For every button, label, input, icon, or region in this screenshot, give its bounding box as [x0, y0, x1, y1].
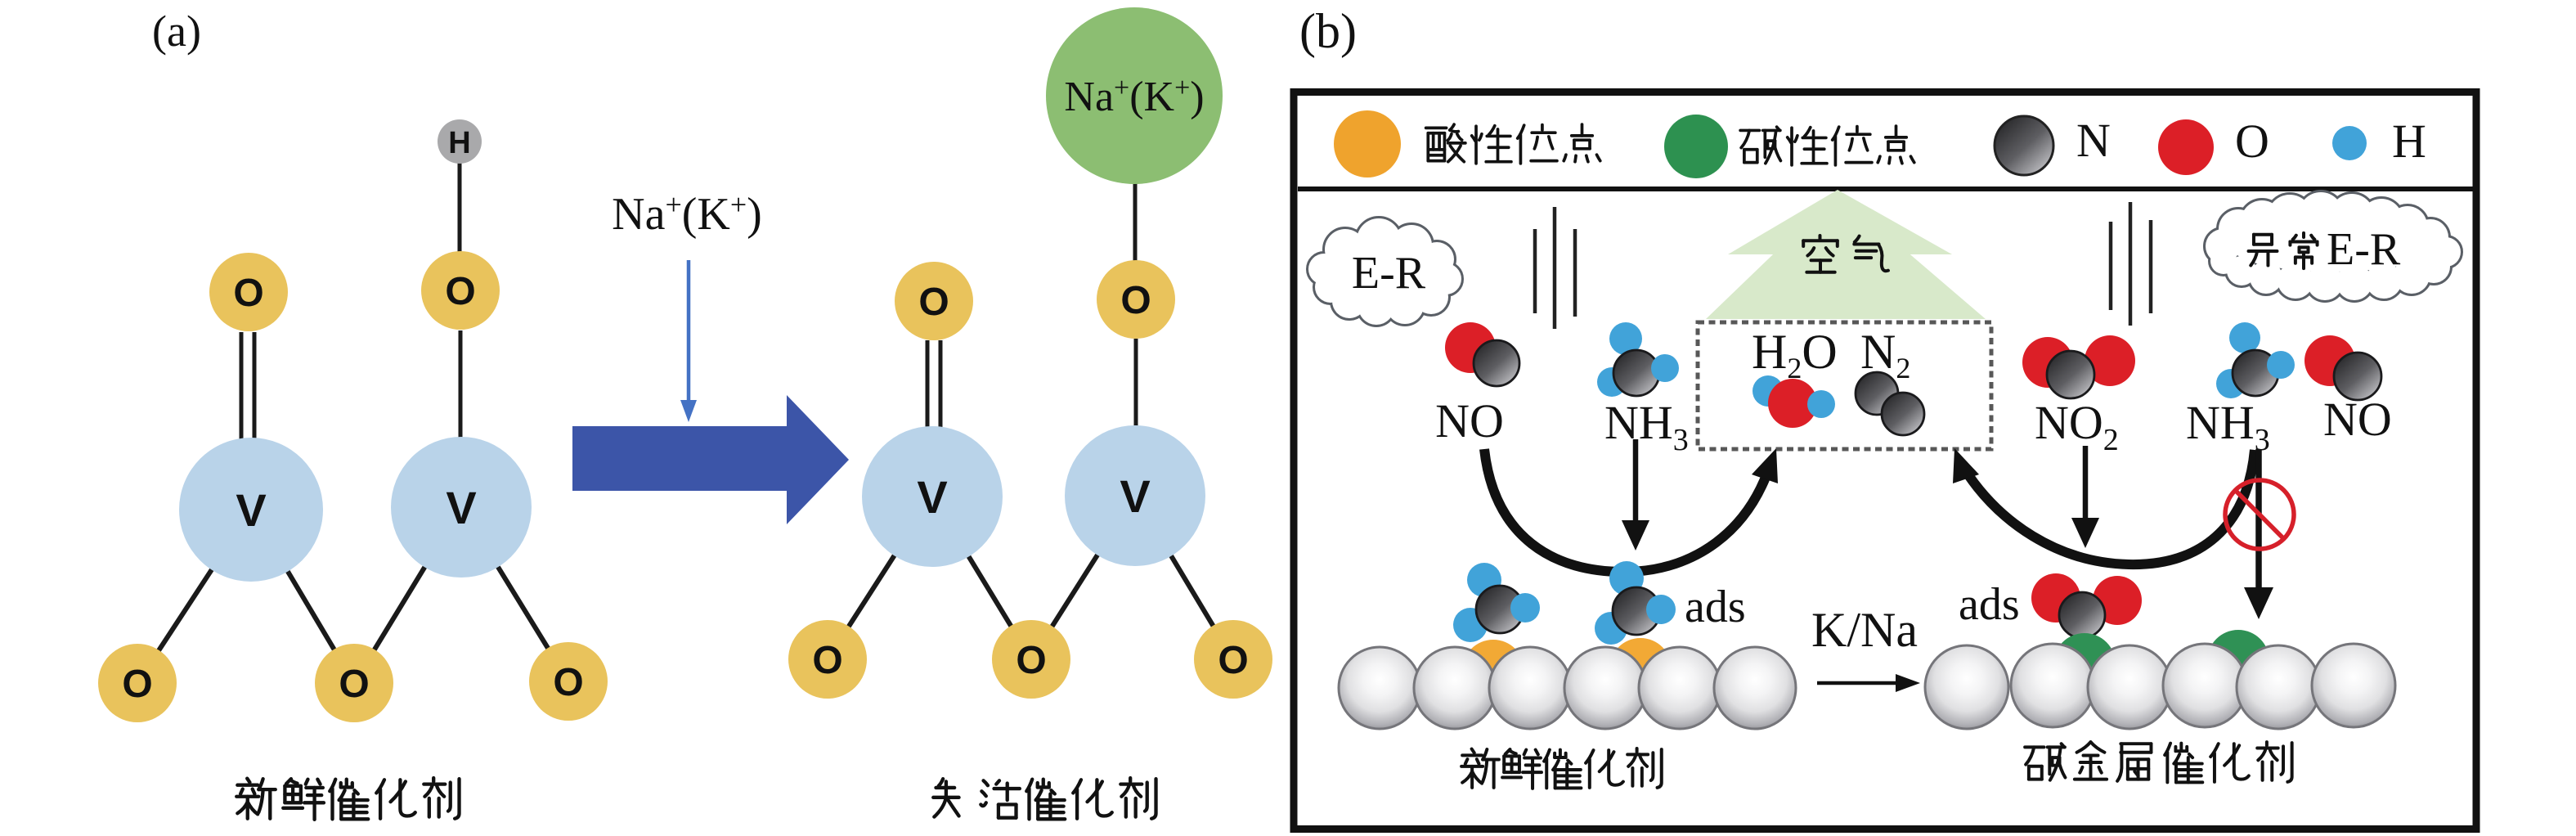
- svg-text:O: O: [445, 270, 475, 313]
- svg-text:V: V: [236, 484, 266, 536]
- svg-text:V: V: [446, 482, 476, 533]
- svg-text:O: O: [812, 639, 842, 682]
- svg-text:ads: ads: [1959, 579, 2020, 630]
- svg-text:(a): (a): [152, 7, 201, 56]
- svg-text:ads: ads: [1685, 582, 1746, 632]
- svg-text:N: N: [2076, 114, 2111, 167]
- svg-text:O: O: [1218, 639, 1248, 682]
- svg-text:E-R: E-R: [2327, 224, 2401, 275]
- svg-text:NO: NO: [1435, 394, 1504, 447]
- svg-text:O: O: [233, 272, 263, 315]
- svg-text:O: O: [1016, 639, 1046, 682]
- svg-text:NO: NO: [2323, 393, 2392, 446]
- svg-text:NO2: NO2: [2035, 396, 2119, 457]
- svg-text:H: H: [448, 126, 470, 160]
- svg-text:O: O: [1120, 279, 1151, 322]
- svg-text:E-R: E-R: [1352, 248, 1426, 299]
- svg-text:O: O: [553, 661, 583, 704]
- svg-text:O: O: [339, 663, 369, 706]
- svg-text:(b): (b): [1299, 4, 1357, 58]
- svg-text:O: O: [2235, 115, 2269, 168]
- svg-text:V: V: [917, 471, 947, 523]
- svg-text:Na+(K+): Na+(K+): [1064, 73, 1204, 120]
- svg-text:K/Na: K/Na: [1811, 603, 1918, 657]
- svg-text:O: O: [918, 281, 949, 324]
- svg-text:V: V: [1120, 470, 1150, 522]
- svg-text:O: O: [122, 663, 152, 706]
- svg-text:H: H: [2392, 115, 2426, 168]
